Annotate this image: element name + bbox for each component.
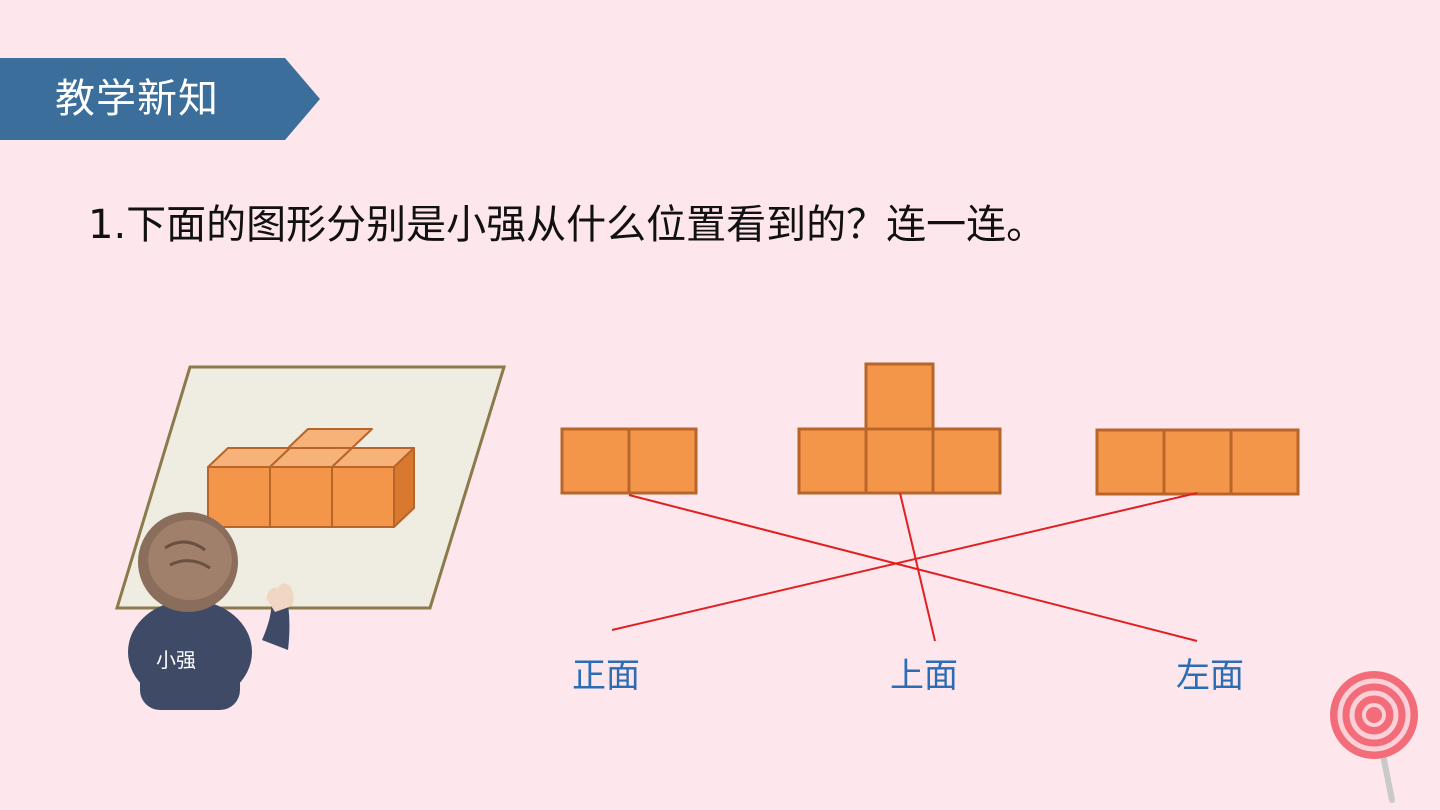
- label-front: 正面: [572, 656, 640, 696]
- question-text: 1.下面的图形分别是小强从什么位置看到的？连一连。: [88, 202, 1047, 248]
- section-title: 教学新知: [55, 76, 219, 122]
- view-left-shape: [1095, 428, 1300, 496]
- view-top-shape: [797, 362, 1002, 495]
- label-left: 左面: [1176, 656, 1244, 696]
- character-name: 小强: [156, 648, 196, 672]
- view-front-shape: [560, 427, 698, 495]
- cube-structure: [207, 428, 415, 528]
- connection-lines: [611, 492, 1198, 642]
- section-banner: [0, 58, 320, 140]
- label-top: 上面: [890, 656, 958, 696]
- boy-figure: [128, 512, 294, 710]
- lollipop-decoration: [1330, 671, 1418, 803]
